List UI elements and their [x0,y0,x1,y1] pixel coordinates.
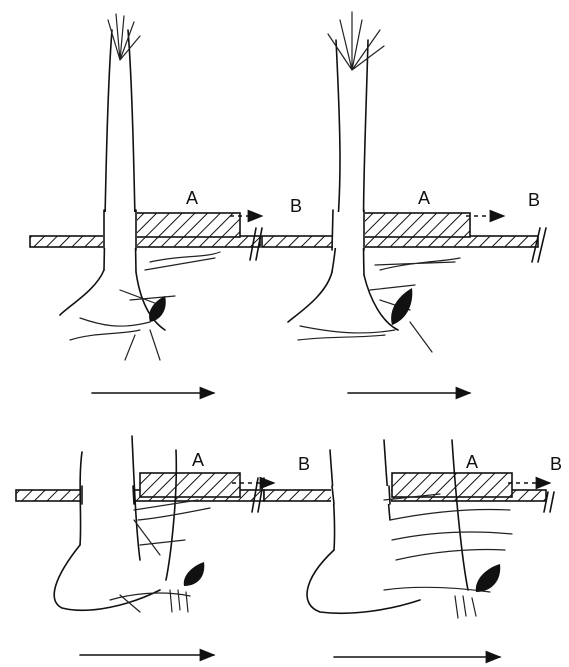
node-blob [184,562,205,586]
label-a: A [186,188,198,208]
panel-top-left: A B [30,14,302,393]
root-body [60,270,165,330]
label-b: B [550,454,562,474]
node-blob [476,564,500,592]
label-a: A [418,188,430,208]
root-fibers [298,258,460,352]
label-b: B [298,454,310,474]
label-b: B [290,196,302,216]
root-fibers [110,500,210,612]
node-blob [391,288,412,325]
node-blob [149,296,166,322]
tip-fibers [108,14,140,60]
label-a: A [192,450,204,470]
root-fibers [384,494,512,618]
label-a: A [466,452,478,472]
raised-layer [364,213,470,237]
panel-top-right: A B [262,12,546,393]
panel-bottom-left: A B [16,436,310,655]
raised-layer [392,473,512,497]
raised-layer [140,473,240,497]
label-b: B [528,190,540,210]
raised-layer [132,213,240,237]
